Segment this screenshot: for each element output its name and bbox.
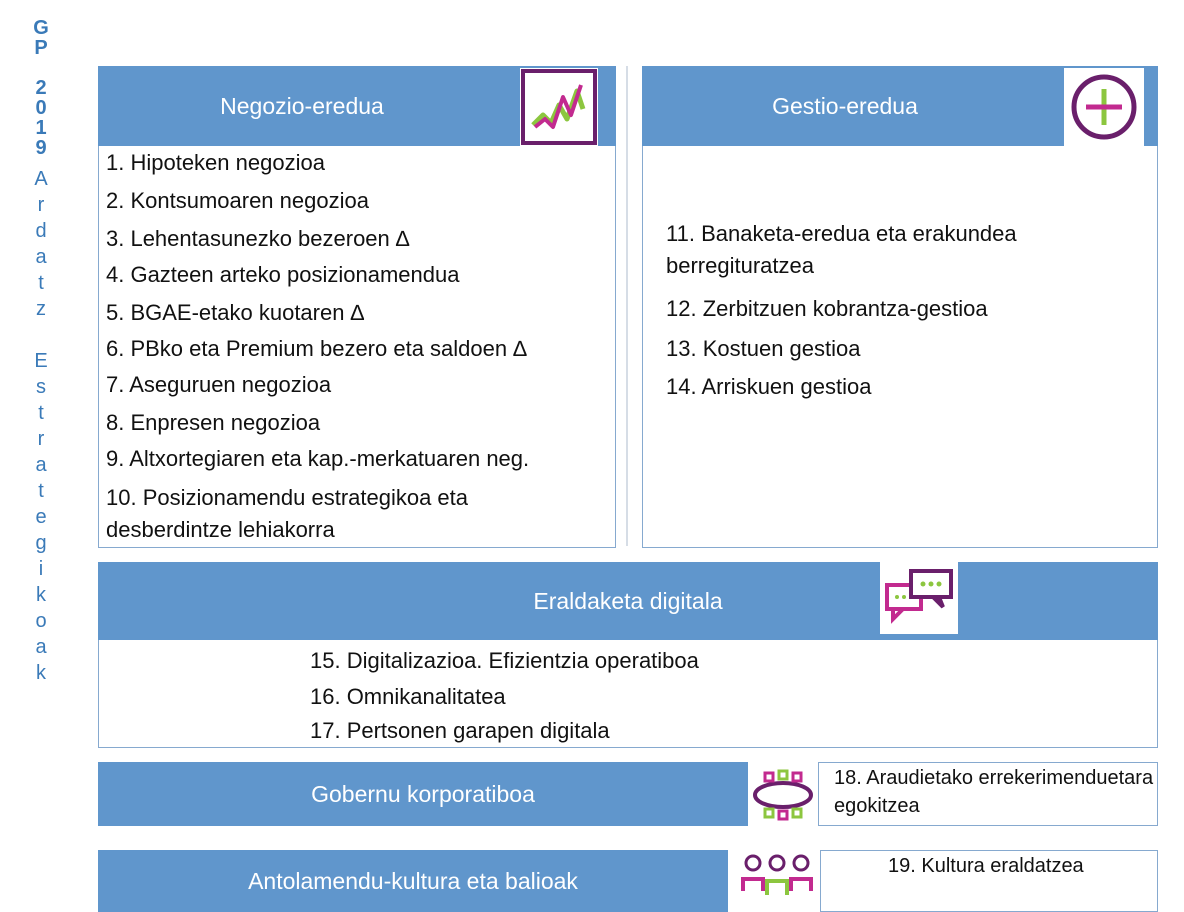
side-spacer bbox=[22, 58, 60, 78]
kultura-item: 19. Kultura eraldatzea bbox=[888, 855, 1084, 877]
digital-title: Eraldaketa digitala bbox=[533, 587, 723, 614]
gestio-title: Gestio-eredua bbox=[772, 92, 918, 119]
side-char: o bbox=[35, 610, 47, 632]
digital-item: 15. Digitalizazioa. Efizientzia operatib… bbox=[310, 648, 699, 673]
vertical-side-label: G P 2 0 1 9 A r d a t z E s t r a t e g … bbox=[22, 18, 60, 686]
negozio-item: 3. Lehentasunezko bezeroen ∆ bbox=[106, 226, 410, 251]
side-char: s bbox=[36, 376, 46, 398]
gestio-item: 12. Zerbitzuen kobrantza-gestioa bbox=[666, 296, 988, 321]
side-char: a bbox=[35, 636, 47, 658]
panel-divider bbox=[626, 66, 628, 546]
gobernu-item-box bbox=[818, 762, 1158, 826]
side-char: G bbox=[33, 17, 49, 39]
side-char: P bbox=[34, 37, 48, 59]
digital-item: 17. Pertsonen garapen digitala bbox=[310, 718, 610, 743]
side-char: d bbox=[35, 220, 47, 242]
meeting-table-icon bbox=[748, 764, 818, 826]
plus-circle-icon bbox=[1064, 68, 1144, 146]
side-char: z bbox=[36, 298, 46, 320]
side-char: k bbox=[36, 662, 46, 684]
gobernu-item: 18. Araudietako errekerimenduetara egoki… bbox=[834, 767, 1154, 817]
negozio-item: 1. Hipoteken negozioa bbox=[106, 150, 325, 175]
side-char: 9 bbox=[35, 137, 47, 159]
side-char: a bbox=[35, 454, 47, 476]
negozio-item: 7. Aseguruen negozioa bbox=[106, 372, 332, 397]
side-char: 0 bbox=[35, 97, 47, 119]
gobernu-title: Gobernu korporatiboa bbox=[311, 780, 535, 807]
chart-trend-icon bbox=[520, 68, 598, 146]
side-char: e bbox=[35, 506, 47, 528]
side-char: i bbox=[38, 558, 44, 580]
negozio-item: 9. Altxortegiaren eta kap.-merkatuaren n… bbox=[106, 446, 530, 471]
negozio-item: 5. BGAE-etako kuotaren ∆ bbox=[106, 300, 365, 325]
side-char: r bbox=[37, 428, 45, 450]
negozio-title: Negozio-eredua bbox=[220, 92, 384, 119]
side-char: t bbox=[38, 402, 44, 424]
side-char: r bbox=[37, 194, 45, 216]
gestio-item: 11. Banaketa-eredua eta erakundea berreg… bbox=[666, 221, 1017, 278]
people-group-icon bbox=[734, 850, 820, 912]
negozio-item: 6. PBko eta Premium bezero eta saldoen ∆ bbox=[106, 336, 527, 361]
negozio-item: 8. Enpresen negozioa bbox=[106, 410, 321, 435]
kultura-item-box bbox=[820, 850, 1158, 912]
gestio-item: 14. Arriskuen gestioa bbox=[666, 374, 872, 399]
gobernu-header: Gobernu korporatiboa bbox=[98, 762, 748, 826]
side-char: k bbox=[36, 584, 46, 606]
side-char: A bbox=[34, 168, 48, 190]
side-char: a bbox=[35, 246, 47, 268]
side-char: g bbox=[35, 532, 47, 554]
negozio-item: 2. Kontsumoaren negozioa bbox=[106, 188, 369, 213]
kultura-title: Antolamendu-kultura eta balioak bbox=[248, 867, 578, 894]
kultura-header: Antolamendu-kultura eta balioak bbox=[98, 850, 728, 912]
side-char: 1 bbox=[35, 117, 47, 139]
negozio-panel bbox=[98, 66, 616, 548]
negozio-item: 4. Gazteen arteko posizionamendua bbox=[106, 262, 460, 287]
negozio-item: 10. Posizionamendu estrategikoa eta desb… bbox=[106, 485, 469, 542]
side-spacer bbox=[22, 322, 60, 348]
side-char: t bbox=[38, 272, 44, 294]
side-char: E bbox=[34, 350, 48, 372]
side-char: t bbox=[38, 480, 44, 502]
chat-bubbles-icon bbox=[880, 562, 958, 634]
gestio-panel bbox=[642, 66, 1158, 548]
digital-header: Eraldaketa digitala bbox=[98, 562, 1158, 640]
gestio-item: 13. Kostuen gestioa bbox=[666, 336, 861, 361]
digital-item: 16. Omnikanalitatea bbox=[310, 684, 506, 709]
side-char: 2 bbox=[35, 77, 47, 99]
